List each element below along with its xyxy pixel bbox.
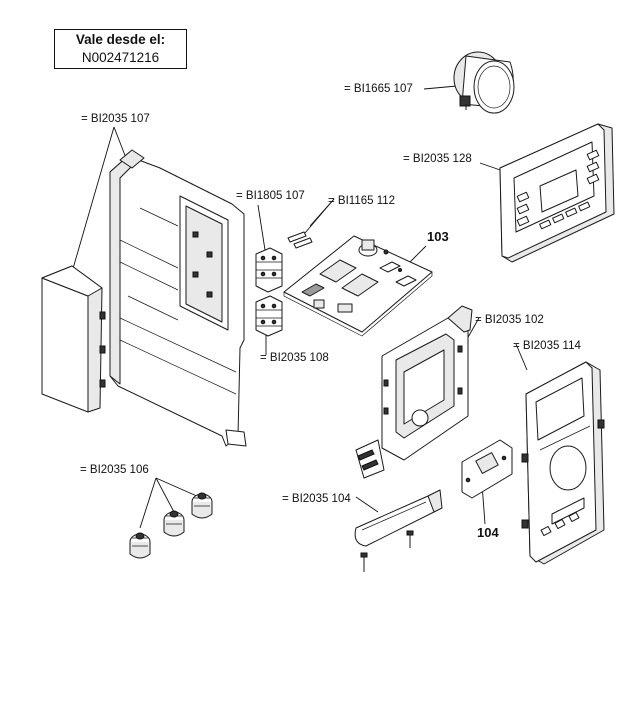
cable-gland-2 — [163, 510, 185, 537]
fuse-clips — [287, 231, 313, 249]
label-front-cover: = BI2035 114 — [513, 340, 581, 352]
label-terminal-108: = BI2035 108 — [260, 352, 329, 364]
casing-back-frame — [109, 149, 247, 447]
label-bracket: = BI2035 104 — [282, 493, 351, 505]
cable-glands — [129, 492, 213, 559]
validity-box: Vale desde el: N002471216 — [54, 29, 187, 69]
terminal-block-108 — [255, 295, 283, 337]
pressure-gauge — [453, 51, 515, 114]
main-pcb — [283, 235, 433, 337]
label-front-panel: = BI2035 128 — [403, 153, 472, 165]
label-frame: = BI2035 102 — [475, 314, 544, 326]
label-glands: = BI2035 106 — [80, 464, 149, 476]
label-fuse-clips: = BI1165 112 — [328, 195, 395, 207]
front-cover — [521, 361, 605, 565]
rear-cover — [41, 265, 106, 413]
label-pcb-number: 103 — [427, 229, 449, 244]
label-terminal-107: = BI1805 107 — [236, 190, 305, 202]
panel-buttons — [516, 149, 600, 230]
validity-code: N002471216 — [81, 50, 160, 65]
electronics-frame — [355, 305, 473, 479]
control-panel-front — [499, 123, 615, 263]
cable-gland-1 — [129, 532, 151, 559]
validity-title: Vale desde el: — [75, 32, 166, 47]
label-gauge: = BI1665 107 — [344, 83, 413, 95]
bracket-screws — [360, 530, 414, 572]
label-casing-back: = BI2035 107 — [81, 113, 150, 125]
small-pcb — [461, 439, 513, 499]
cable-bracket — [354, 489, 443, 572]
cable-gland-3 — [191, 492, 213, 519]
terminal-block-107 — [255, 247, 283, 293]
label-small-pcb-number: 104 — [477, 525, 499, 540]
